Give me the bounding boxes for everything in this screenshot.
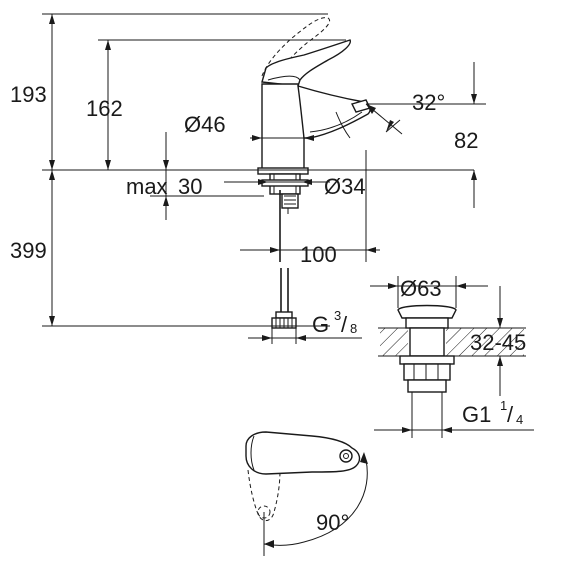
label-connection-g: G	[312, 312, 329, 337]
faucet-spout	[297, 85, 371, 139]
svg-text:/: /	[507, 402, 514, 427]
dimension-lines-left	[42, 13, 474, 344]
dimension-lines-spout	[335, 62, 486, 208]
plug-head	[397, 304, 457, 319]
svg-text:/: /	[341, 312, 348, 337]
label-connection-num: 3	[334, 308, 341, 323]
basin-section-right	[446, 328, 524, 356]
base-flange	[257, 167, 309, 175]
label-spout-height: 82	[454, 128, 478, 153]
label-height-spout: 162	[86, 96, 123, 121]
handle-lever	[261, 39, 351, 87]
label-waste-range: 32-45	[470, 330, 526, 355]
label-hole-diameter: Ø34	[324, 174, 366, 199]
label-max-deck: max	[126, 174, 168, 199]
label-waste-thread-num: 1	[500, 398, 507, 413]
label-hose-length: 399	[10, 238, 47, 263]
waste-valve	[370, 276, 534, 438]
label-waste-diameter: Ø63	[400, 276, 442, 301]
faucet-side-view	[257, 17, 372, 329]
handle-top-view	[245, 431, 361, 475]
label-spout-angle: 32°	[412, 90, 445, 115]
label-waste-thread-den: 4	[516, 412, 523, 427]
faucet-body	[261, 83, 305, 173]
label-max-deck-value: 30	[178, 174, 202, 199]
label-waste-thread: G1	[462, 402, 491, 427]
basin-section-left	[380, 328, 408, 356]
handle-rotated-outline	[247, 469, 281, 521]
label-projection: 100	[300, 242, 337, 267]
label-height-total: 193	[10, 82, 47, 107]
label-connection-den: 8	[350, 321, 357, 336]
label-handle-rotation: 90°	[316, 510, 349, 535]
handle-open-outline	[261, 17, 330, 81]
label-body-diameter: Ø46	[184, 112, 226, 137]
top-view-rotation	[245, 431, 368, 556]
supply-hose-end	[271, 268, 297, 329]
handle-pivot	[339, 449, 353, 463]
